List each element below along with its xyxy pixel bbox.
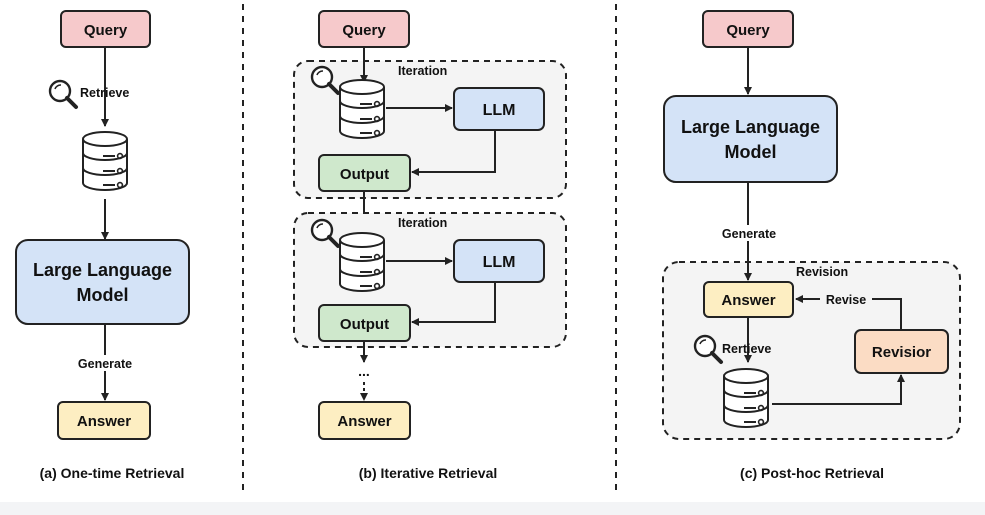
panel-a: Query Retrieve Large Language Model Gene…	[15, 10, 190, 481]
generate-label-c: Generate	[722, 227, 776, 241]
caption-c: (c) Post-hoc Retrieval	[740, 465, 884, 481]
query-label-c: Query	[726, 22, 770, 39]
database-icon	[723, 368, 769, 428]
bottom-strip	[0, 502, 985, 515]
revise-label: Revise	[826, 293, 866, 307]
panel-b: Query Iteration LLM Output Iteration LLM…	[293, 10, 567, 481]
llm-label-b2: LLM	[483, 254, 516, 271]
llm-label-c-line2: Model	[725, 142, 777, 162]
revision-label: Revision	[796, 265, 848, 279]
output-label-b2: Output	[340, 316, 389, 333]
query-label-b: Query	[342, 22, 386, 39]
llm-label-c-line1: Large Language	[681, 117, 820, 137]
iteration-label-1: Iteration	[398, 64, 447, 78]
database-icon	[82, 131, 128, 191]
caption-b: (b) Iterative Retrieval	[359, 465, 498, 481]
query-label-a: Query	[84, 22, 128, 39]
answer-label-a: Answer	[77, 413, 131, 430]
retrieve-label-a: Retrieve	[80, 86, 129, 100]
llm-label-a-line1: Large Language	[33, 260, 172, 280]
llm-label-a-line2: Model	[77, 285, 129, 305]
generate-label-a: Generate	[78, 357, 132, 371]
answer-label-c: Answer	[721, 292, 775, 309]
answer-box-b	[318, 401, 411, 440]
llm-box-c	[663, 95, 838, 183]
llm-box-b1	[453, 87, 545, 131]
llm-box-a	[15, 239, 190, 325]
llm-box-b2	[453, 239, 545, 283]
database-icon	[339, 232, 385, 292]
ellipsis-label: ...	[358, 363, 370, 379]
caption-a: (a) One-time Retrieval	[40, 465, 185, 481]
answer-label-b: Answer	[337, 413, 391, 430]
answer-box-a	[57, 401, 151, 440]
magnifier-icon	[48, 79, 78, 109]
rag-paradigms-diagram: Query Retrieve Large Language Model Gene…	[15, 4, 961, 494]
panel-c: Query Large Language Model Revision Gene…	[662, 10, 961, 481]
retrieve-label-c: Rertieve	[722, 342, 771, 356]
database-icon	[339, 79, 385, 139]
llm-label-b1: LLM	[483, 102, 516, 119]
iteration-label-2: Iteration	[398, 216, 447, 230]
output-label-b1: Output	[340, 166, 389, 183]
revisior-label: Revisior	[872, 344, 931, 361]
